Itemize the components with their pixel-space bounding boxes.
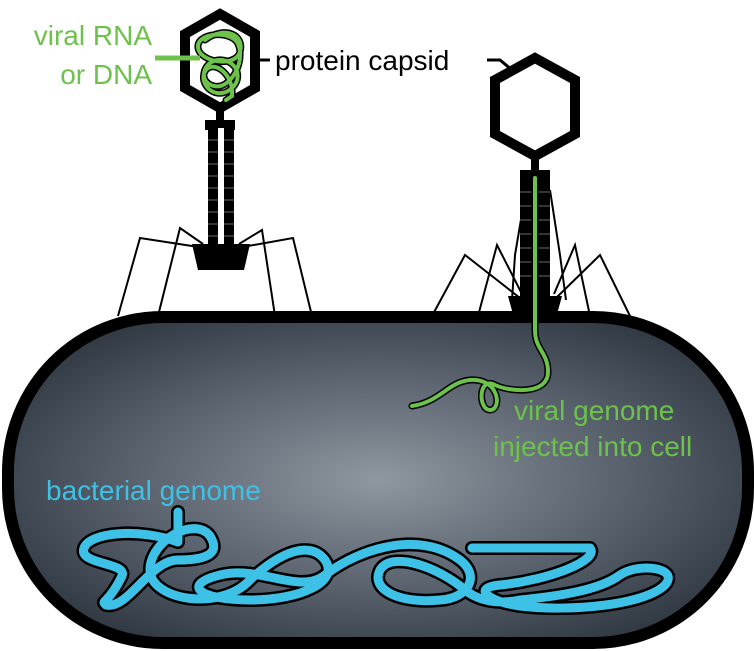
label-viral-rna-line1: viral RNA bbox=[34, 20, 153, 51]
label-viral-rna-line2: or DNA bbox=[60, 59, 152, 90]
leader-protein-capsid-right bbox=[487, 58, 513, 72]
injected-viral-genome bbox=[408, 174, 552, 414]
phage-right bbox=[431, 52, 631, 318]
label-bacterial-genome: bacterial genome bbox=[46, 475, 261, 506]
label-protein-capsid: protein capsid bbox=[275, 45, 449, 76]
label-viral-genome-line2: injected into cell bbox=[493, 431, 692, 462]
phage-right-capsid bbox=[490, 52, 580, 162]
label-viral-genome-line1: viral genome bbox=[514, 395, 674, 426]
phage-left-baseplate bbox=[192, 244, 250, 270]
phage-left-tail-fibers bbox=[117, 226, 313, 317]
phage-left-collar bbox=[205, 120, 235, 130]
phage-left bbox=[117, 8, 313, 317]
bacterial-genome bbox=[76, 505, 675, 616]
